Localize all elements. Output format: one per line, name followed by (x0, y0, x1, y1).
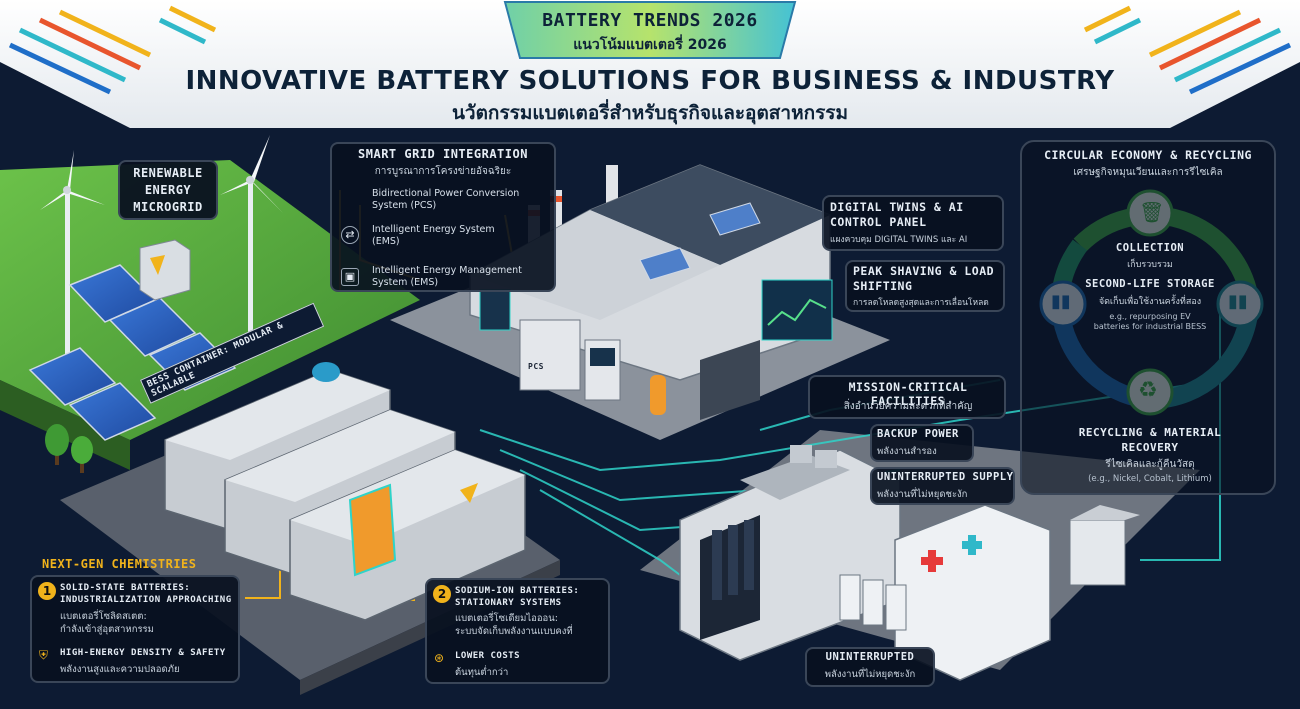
shield-icon: ⛨ (39, 648, 49, 662)
solid-state-th1: แบตเตอรี่โซลิดสเตต: (60, 611, 147, 622)
recycling-subtitle: รีไซเคิลและกู้คืนวัสดุ (1105, 459, 1195, 470)
bess-containers (164, 362, 526, 621)
uninterrupted-bottom-subtitle: พลังงานที่ไม่หยุดชะงัก (824, 669, 916, 680)
smart-grid-title: SMART GRID INTEGRATION (358, 147, 528, 161)
header-banner-shape (0, 0, 1300, 128)
second-life-subtitle: จัดเก็บเพื่อใช้งานครั้งที่สอง (1098, 297, 1202, 307)
wind-turbine-left (40, 150, 105, 380)
solid-state-box (30, 575, 240, 683)
ems-item: Intelligent Energy System (EMS) (372, 224, 495, 247)
renewable-label: RENEWABLE ENERGY MICROGRID (133, 166, 203, 214)
recycling-example: (e.g., Nickel, Cobalt, Lithium) (1088, 474, 1212, 484)
header-badge-subtitle: แนวโน้มแบตเตอรี่ 2026 (573, 37, 727, 53)
solid-state-title: SOLID-STATE BATTERIES: INDUSTRIALIZATION… (60, 583, 232, 605)
exchange-icon: ⇄ (341, 226, 359, 244)
sodium-ion-number: 2 (433, 585, 451, 603)
uninterrupted-supply-title: UNINTERRUPTED SUPPLY (877, 471, 1014, 483)
peak-shaving-subtitle: การลดโหลดสูงสุดและการเลื่อนโหลด (853, 298, 989, 308)
coins-icon: ⊛ (434, 651, 445, 665)
solar-panels (28, 264, 237, 441)
sodium-ion-th1: แบตเตอรี่โซเดียมไอออน: (455, 613, 558, 624)
ups-cabinets (839, 574, 907, 631)
circular-economy-panel (1020, 140, 1276, 495)
circular-economy-subtitle: เศรษฐกิจหมุนเวียนและการรีไซเคิล (1073, 167, 1223, 178)
header-badge-title: BATTERY TRENDS 2026 (542, 10, 758, 31)
digital-twins-subtitle: แผงควบคุม DIGITAL TWINS และ AI (830, 235, 968, 245)
circular-economy-title: CIRCULAR ECONOMY & RECYCLING (1044, 148, 1252, 162)
peak-shaving-title: PEAK SHAVING & LOAD SHIFTING (853, 264, 995, 293)
sodium-ion-box (425, 578, 610, 684)
wind-turbine-right (220, 135, 283, 350)
backup-power-box (870, 424, 974, 462)
smart-grid-subtitle: การบูรณาการโครงข่ายอัจฉริยะ (374, 166, 512, 177)
nextgen-heading: NEXT-GEN CHEMISTRIES (42, 557, 197, 571)
digital-twins-title: DIGITAL TWINS & AI CONTROL PANEL (830, 200, 964, 229)
sodium-ion-th2: ระบบจัดเก็บพลังงานแบบคงที่ (455, 626, 573, 637)
collection-label: COLLECTION (1115, 242, 1185, 254)
page-subtitle: นวัตกรรมแบตเตอรี่สำหรับธุรกิจและอุตสาหกร… (451, 102, 849, 124)
solid-state-benefit: HIGH-ENERGY DENSITY & SAFETY (60, 648, 226, 658)
solid-state-benefit-th: พลังงานสูงและความปลอดภัย (60, 664, 180, 675)
second-life-label: SECOND-LIFE STORAGE (1085, 278, 1215, 290)
second-life-example: e.g., repurposing EV batteries for indus… (1093, 312, 1207, 331)
factory-building (469, 164, 833, 420)
smart-grid-box (330, 142, 556, 292)
trees (45, 424, 93, 473)
backup-power-subtitle: พลังงานสำรอง (877, 446, 937, 457)
lightning-icon: ⚡ (153, 253, 165, 272)
mission-critical-box (808, 375, 1006, 419)
uninterrupted-supply-subtitle: พลังงานที่ไม่หยุดชะงัก (877, 489, 968, 500)
collection-subtitle: เก็บรวบรวม (1127, 260, 1173, 270)
ems-management-item: Intelligent Energy Management System (EM… (372, 265, 522, 288)
uninterrupted-bottom-box (805, 647, 935, 687)
sodium-ion-benefit-th: ต้นทุนต่ำกว่า (455, 667, 509, 678)
microgrid-cabinet (139, 239, 191, 301)
solid-state-number: 1 (38, 582, 56, 600)
solid-state-th2: กำลังเข้าสู่อุตสาหกรรม (60, 624, 154, 635)
mission-critical-title: MISSION-CRITICAL FACILITIES (848, 380, 968, 408)
grass-field (0, 160, 420, 440)
sodium-ion-benefit: LOWER COSTS (455, 651, 521, 661)
uninterrupted-supply-box (870, 467, 1015, 505)
sodium-ion-title: SODIUM-ION BATTERIES: STATIONARY SYSTEMS (455, 586, 580, 608)
peak-shaving-box (845, 260, 1005, 312)
pcs-item: Bidirectional Power Conversion System (P… (372, 188, 520, 211)
digital-twins-box (822, 195, 1004, 251)
chip-icon: ▣ (341, 268, 359, 286)
uninterrupted-bottom-title: UNINTERRUPTED (825, 651, 915, 663)
page-title: INNOVATIVE BATTERY SOLUTIONS FOR BUSINES… (185, 66, 1115, 96)
mission-critical-subtitle: สิ่งอำนวยความสะดวกที่สำคัญ (843, 401, 973, 412)
renewable-label-box (118, 160, 218, 220)
recycling-label: RECYCLING & MATERIAL RECOVERY (1078, 426, 1222, 454)
backup-power-title: BACKUP POWER (877, 428, 959, 440)
pcs-cabinet-label: PCS (528, 362, 544, 371)
